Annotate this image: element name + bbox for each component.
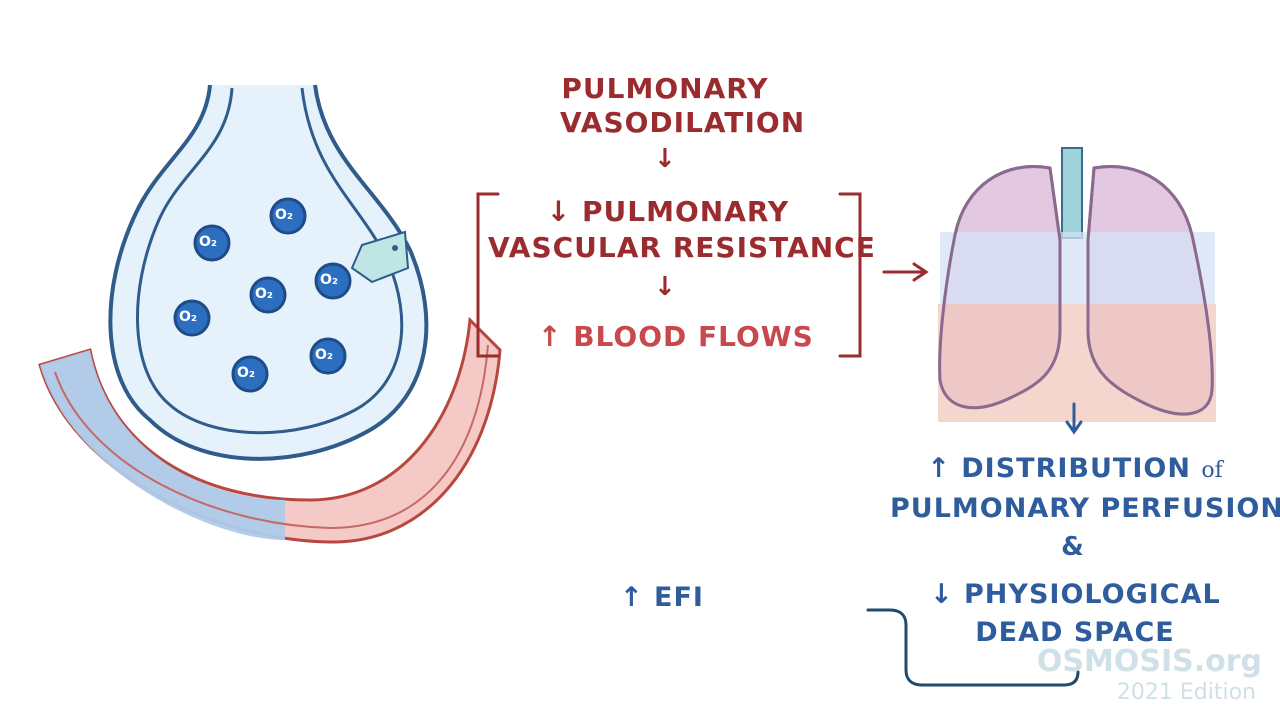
efi-text: ↑ EFI [620,582,704,613]
o2-molecule [314,262,352,300]
deoxygenated-blood-region [40,350,285,540]
o2-label: O₂ [199,234,218,250]
o2-molecule [309,337,347,375]
connector-line [866,608,1080,687]
alveolus [108,84,429,461]
edition-label: 2021 Edition [1116,680,1256,705]
capillary [38,316,502,544]
oxygen-molecules [173,197,352,393]
distribution-line1: ↑ DISTRIBUTION of [890,450,1260,490]
o2-molecule [231,355,269,393]
blood-flows-text: ↑ BLOOD FLOWS [538,320,814,353]
dead-space-line2: DEAD SPACE [975,617,1175,648]
o2-molecule [193,224,231,262]
pvr-line1: ↓ PULMONARY [546,195,790,228]
trachea [1061,147,1083,239]
o2-label: O₂ [320,272,339,288]
alveolar-cell [350,230,410,284]
down-arrow-1: ↓ [654,144,676,174]
lungs [938,147,1216,422]
pvr-line2: VASCULAR RESISTANCE [488,231,876,264]
arrow-down-lungs [1065,402,1083,435]
distribution-text: ↑ DISTRIBUTION of PULMONARY PERFUSION [890,450,1280,528]
o2-label: O₂ [275,207,294,223]
distribution-line2: PULMONARY PERFUSION [890,493,1280,524]
o2-label: O₂ [237,365,256,381]
dead-space-text: ↓ PHYSIOLOGICAL DEAD SPACE [930,576,1220,652]
o2-label: O₂ [255,286,274,302]
o2-molecule [249,276,287,314]
distribution-line1-main: ↑ DISTRIBUTION [927,453,1191,484]
bracket [476,192,862,358]
arrow-to-lungs [882,262,929,282]
dead-space-line1: ↓ PHYSIOLOGICAL [930,579,1221,610]
vasodilation-title: PULMONARY VASODILATION [560,72,806,140]
pvr-text: ↓ PULMONARY VASCULAR RESISTANCE [488,194,876,266]
vasodilation-line2: VASODILATION [560,106,806,139]
o2-label: O₂ [315,347,334,363]
distribution-of: of [1201,458,1223,483]
osmosis-logo: OSMOSIS.org [1036,644,1262,679]
o2-molecule [269,197,307,235]
down-arrow-2: ↓ [654,272,676,302]
o2-label: O₂ [179,309,198,325]
vasodilation-line1: PULMONARY [561,72,769,105]
o2-molecule [173,299,211,337]
ampersand: & [1061,532,1085,562]
